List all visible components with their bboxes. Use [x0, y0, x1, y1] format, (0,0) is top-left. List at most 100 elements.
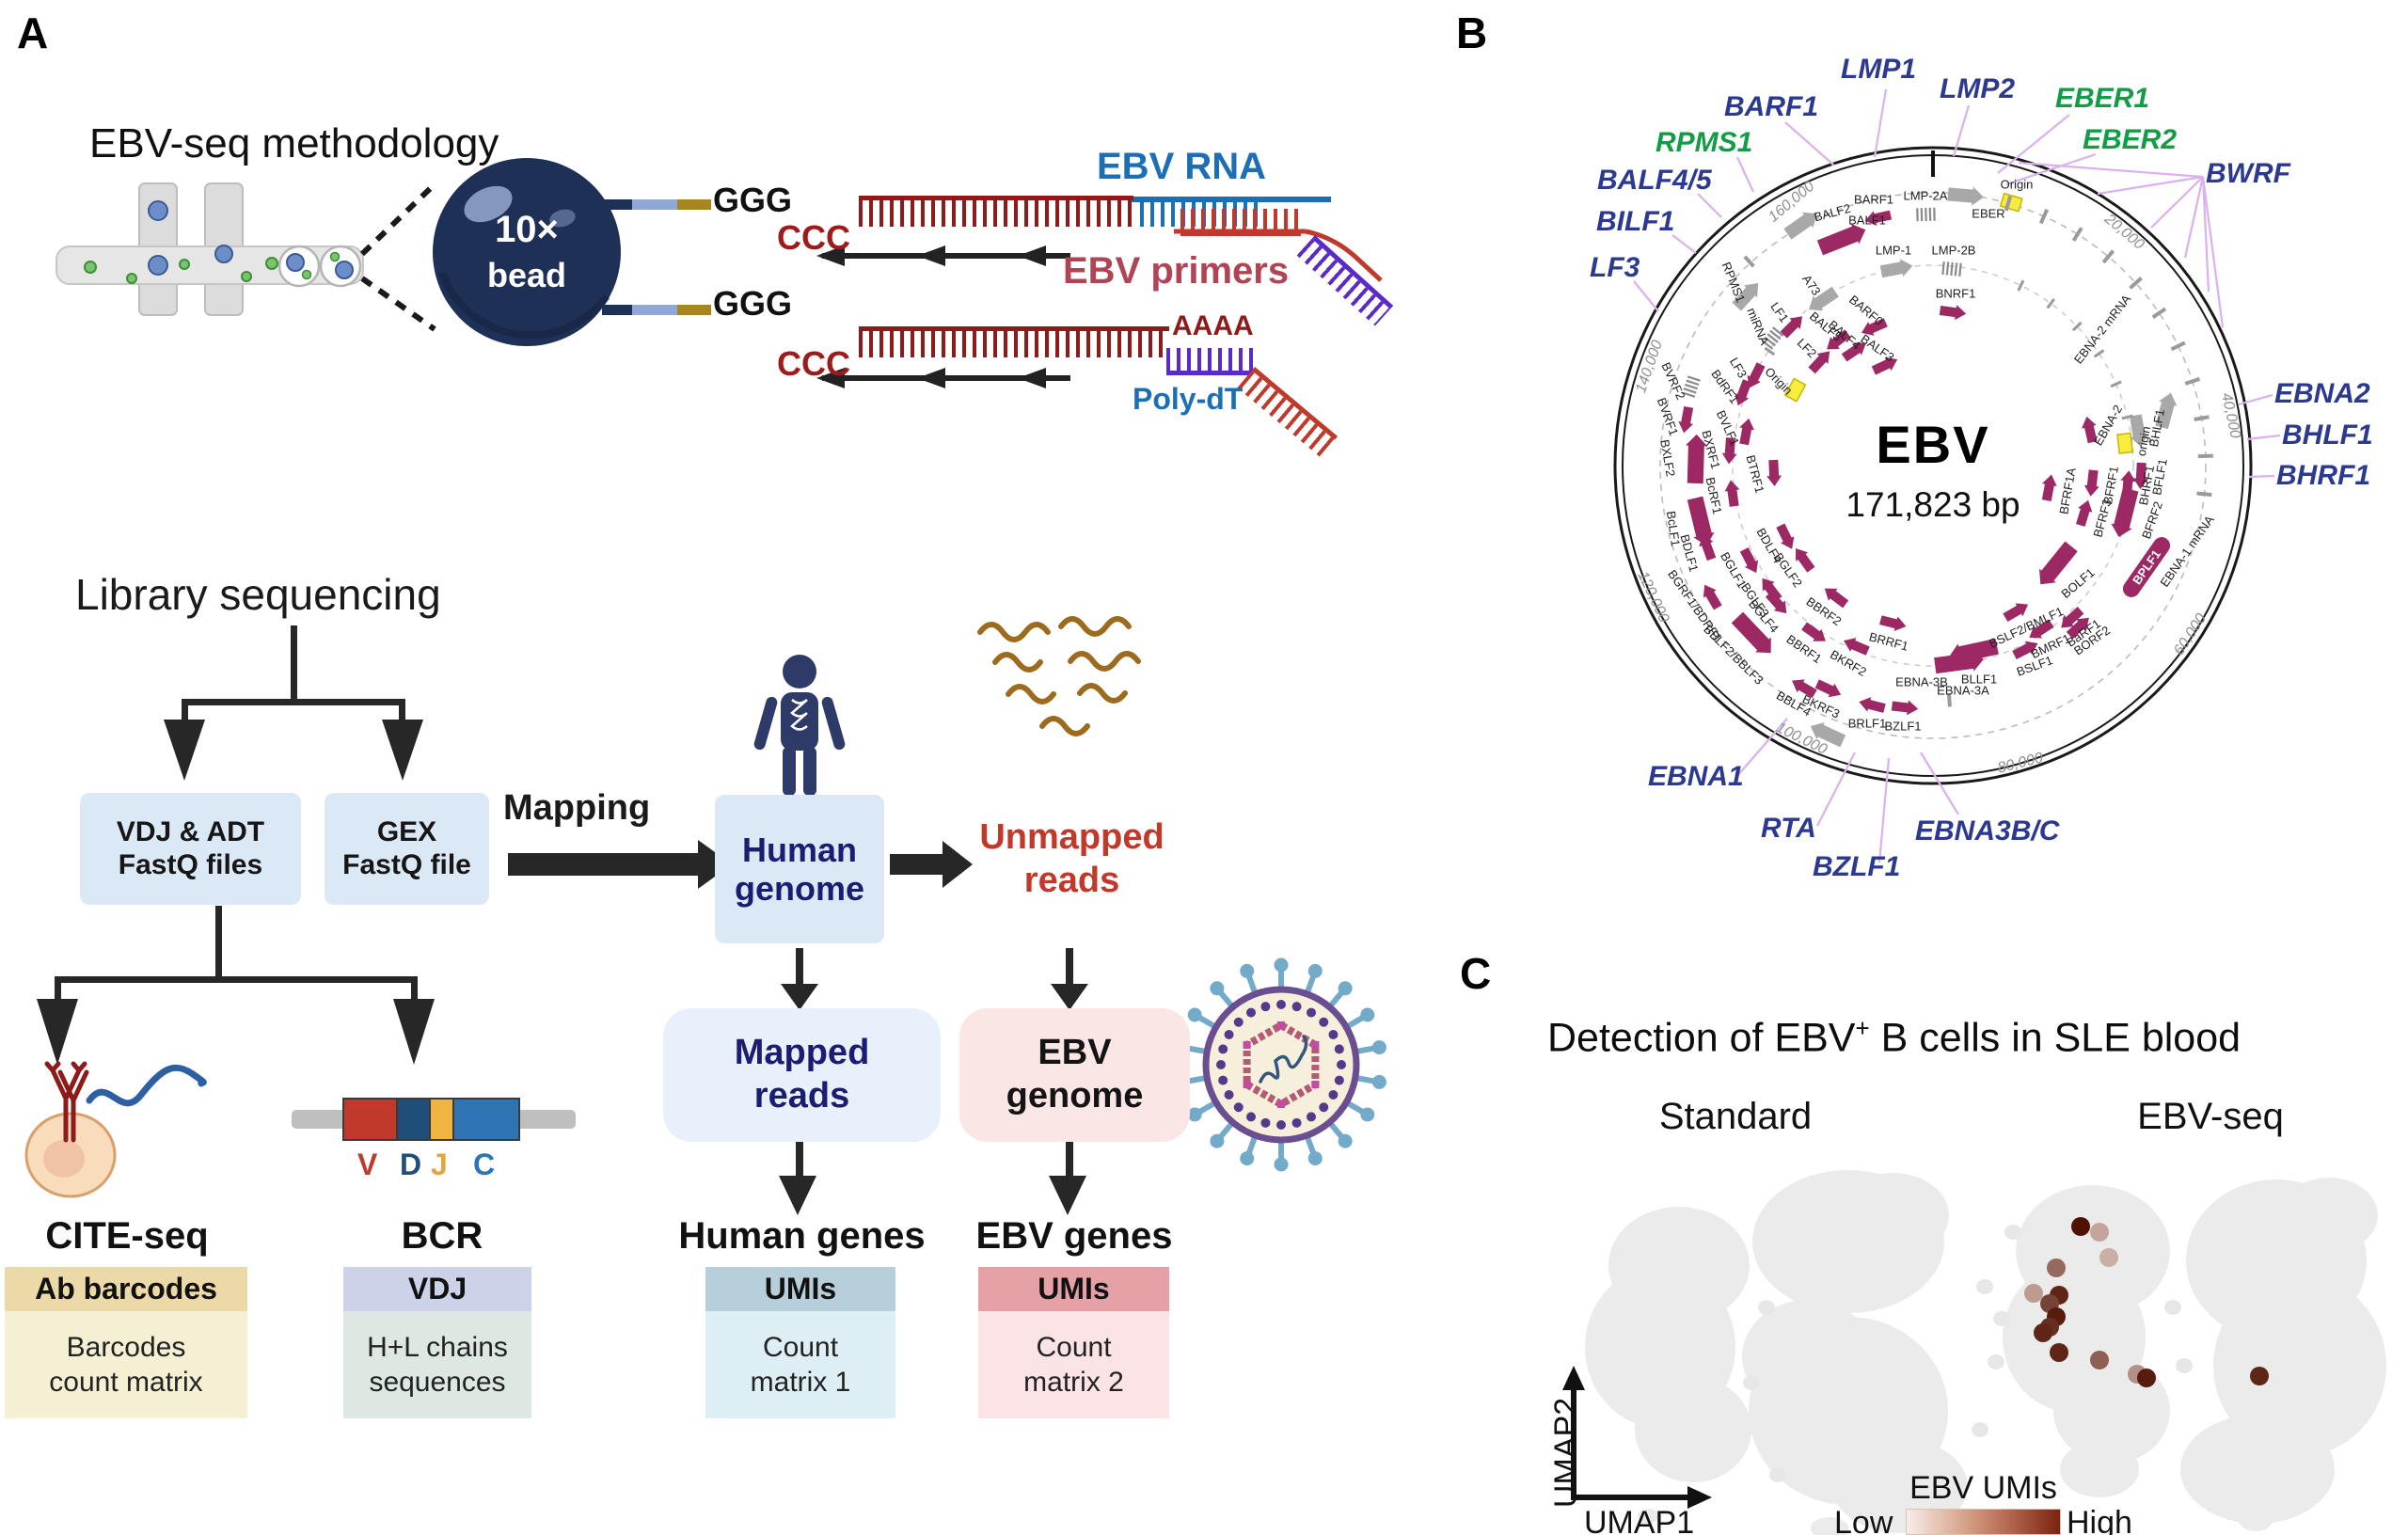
ab-barcodes-header: Ab barcodes — [5, 1267, 247, 1311]
human-genome-box: Human genome — [715, 795, 884, 943]
human-genome-line2: genome — [734, 869, 865, 908]
genome-gene-label-eber: EBER — [1972, 206, 2005, 221]
bead-oligo-linkers — [602, 199, 711, 315]
mapping-label: Mapping — [503, 788, 651, 828]
vdj-adt-fastq-line2: FastQ files — [118, 848, 263, 880]
bcr-construct-icon — [292, 1098, 576, 1141]
count-matrix2-line1: Count — [1036, 1331, 1112, 1363]
ccc-bottom: CCC — [777, 344, 850, 383]
polydt-comb — [1166, 348, 1253, 375]
aaaa-label: AAAA — [1172, 310, 1254, 341]
ebv-umis-body: Count matrix 2 — [978, 1311, 1169, 1418]
vdj-adt-fastq-box: VDJ & ADT FastQ files — [80, 793, 301, 905]
genome-gene-label-balf1: BALF1 — [1848, 213, 1886, 228]
mapped-reads-line1: Mapped — [734, 1033, 870, 1073]
ebv-genes-label: EBV genes — [975, 1215, 1173, 1257]
genome-gene-label-lmp-2b: LMP-2B — [1931, 243, 1976, 258]
legend-high-label: High — [2067, 1505, 2132, 1535]
ab-barcodes-line1: Barcodes — [66, 1331, 186, 1363]
vdj-body: H+L chains sequences — [343, 1311, 531, 1418]
ebv-umis-header: UMIs — [978, 1267, 1169, 1311]
count-matrix1-line2: matrix 1 — [750, 1367, 851, 1398]
mapping-arrow — [508, 840, 732, 889]
umap2-axis-label: UMAP2 — [1548, 1397, 1585, 1509]
genome-gene-label-barf1: BARF1 — [1854, 192, 1893, 207]
ggg-bottom: GGG — [713, 284, 793, 323]
ebv-rna-label: EBV RNA — [1097, 146, 1267, 187]
gex-fastq-line1: GEX — [376, 816, 437, 847]
cdna-comb-top — [859, 196, 1133, 227]
split-arrow-cite-bcr — [37, 906, 435, 1065]
panel-a-title: EBV-seq methodology — [89, 120, 499, 166]
primer-comb-top — [1180, 209, 1301, 236]
ab-barcodes-body: Barcodes count matrix — [5, 1311, 247, 1418]
genome-outer-label-ebna1: EBNA1 — [1648, 761, 1744, 792]
human-genome-line1: Human — [741, 830, 857, 869]
genome-outer-label-bwrf: BWRF — [2206, 158, 2290, 189]
rt-arrows-top — [816, 245, 1070, 266]
genome-gene-label-ebna-3b: EBNA-3B — [1895, 674, 1948, 689]
vdj-adt-fastq-line1: VDJ & ADT — [116, 816, 265, 847]
mapped-reads-line2: reads — [753, 1076, 850, 1116]
genome-outer-label-eber1: EBER1 — [2055, 83, 2150, 114]
ggg-top: GGG — [713, 181, 793, 219]
genome-gene-label-bzlf1: BZLF1 — [1884, 719, 1922, 734]
count-matrix2-line2: matrix 2 — [1023, 1367, 1124, 1398]
genome-gene-label-origin: Origin — [2000, 177, 2034, 192]
cite-seq-label: CITE-seq — [45, 1215, 209, 1257]
ebv-seq-column-label: EBV-seq — [2137, 1096, 2284, 1137]
panel-c-title-pre: Detection of EBV — [1547, 1015, 1856, 1061]
antibody-cell-icon — [24, 1061, 207, 1198]
vdj-line1: H+L chains — [367, 1331, 508, 1363]
genome-outer-label-barf1: BARF1 — [1724, 91, 1819, 122]
polydt-label: Poly-dT — [1133, 382, 1244, 416]
genome-gene-label-ebna-3a: EBNA-3A — [1937, 683, 1989, 698]
genome-outer-label-lmp2: LMP2 — [1940, 73, 2016, 104]
genome-outer-label-ebna2: EBNA2 — [2274, 378, 2370, 409]
gex-fastq-line2: FastQ file — [342, 848, 471, 880]
microfluidic-chip-icon — [55, 182, 364, 316]
standard-column-label: Standard — [1658, 1096, 1813, 1137]
to-unmapped-arrow — [890, 841, 973, 888]
umap-ebv-positive-dots — [2024, 1217, 2269, 1387]
genome-leader-lines — [1633, 88, 2281, 863]
gel-bead-icon — [433, 158, 621, 346]
legend-low-label: Low — [1834, 1505, 1893, 1535]
bead-label-bead: bead — [486, 256, 567, 294]
ebv-primers-label: EBV primers — [1063, 250, 1290, 292]
vdjc-c: C — [473, 1147, 496, 1181]
gex-fastq-box: GEX FastQ file — [325, 793, 489, 905]
genome-outer-label-balf4-5: BALF4/5 — [1597, 165, 1712, 196]
vdj-header: VDJ — [343, 1267, 531, 1311]
ebv-genome-size: 171,823 bp — [1846, 485, 2020, 524]
genome-outer-label-bzlf1: BZLF1 — [1813, 851, 1901, 882]
genome-outer-label-rpms1: RPMS1 — [1656, 127, 1753, 158]
vdjc-v: V — [357, 1147, 378, 1181]
bcr-label: BCR — [401, 1215, 483, 1257]
genome-outer-label-bilf1: BILF1 — [1596, 206, 1675, 237]
cdna-comb-bottom — [859, 326, 1169, 357]
genome-outer-label-eber2: EBER2 — [2083, 124, 2178, 155]
genome-outer-label-bhrf1: BHRF1 — [2276, 460, 2371, 491]
ebv-genome-box: EBV genome — [959, 1008, 1190, 1142]
mapped-reads-box: Mapped reads — [663, 1008, 941, 1142]
ebv-genome-line2: genome — [1006, 1076, 1144, 1116]
unmapped-line1: Unmapped — [979, 817, 1164, 857]
ebv-virion-icon — [1176, 957, 1386, 1172]
genome-outer-label-lf3: LF3 — [1590, 252, 1640, 283]
genome-gene-label-lmp-2a: LMP-2A — [1903, 188, 1948, 203]
genome-gene-label-brlf1: BRLF1 — [1847, 716, 1887, 731]
panel-a-label: A — [17, 8, 49, 57]
vdjc-d: D — [400, 1147, 422, 1181]
human-genes-label: Human genes — [678, 1215, 926, 1257]
umap1-axis-label: UMAP1 — [1584, 1505, 1695, 1535]
unmapped-reads-label: Unmapped reads — [961, 816, 1182, 902]
panel-c-title-sup: + — [1855, 1014, 1870, 1042]
human-umis-body: Count matrix 1 — [705, 1311, 895, 1418]
genome-outer-label-lmp1: LMP1 — [1841, 54, 1917, 85]
unmapped-line2: reads — [1023, 860, 1120, 900]
library-sequencing-title: Library sequencing — [75, 570, 441, 619]
human-icon — [753, 655, 846, 796]
genome-outer-label-rta: RTA — [1761, 813, 1816, 844]
